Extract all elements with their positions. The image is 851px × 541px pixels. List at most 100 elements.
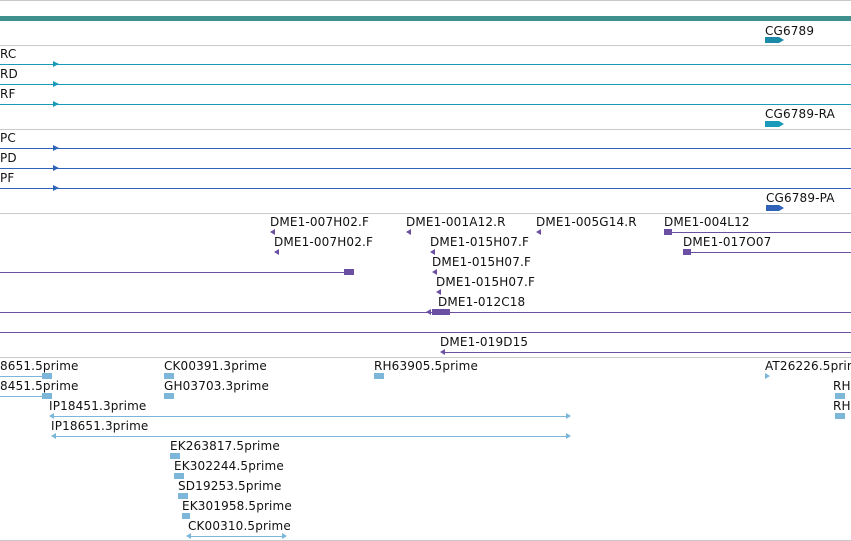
gene-label[interactable]: CG6789 (765, 24, 815, 38)
cdna-label[interactable]: DME1-019D15 (440, 335, 529, 349)
protein-pd-arrow-icon (53, 165, 59, 171)
gene-feature[interactable] (765, 37, 779, 43)
cdna-line[interactable] (672, 232, 851, 233)
est-label[interactable]: AT26226.5prime (765, 359, 851, 373)
transcript-rd-line[interactable] (0, 84, 851, 85)
est-label[interactable]: IP18451.3prime (49, 399, 147, 413)
est-arrow-icon (566, 413, 571, 419)
gene-strand-arrow-icon (779, 37, 784, 43)
cdna-arrow-icon (432, 269, 437, 275)
cdna-arrow-icon (274, 249, 279, 255)
protein-pc-arrow-icon (53, 145, 59, 151)
est-label[interactable]: 8451.5prime (0, 379, 79, 393)
est-label[interactable]: RH63905.5prime (374, 359, 479, 373)
est-feature[interactable] (42, 393, 52, 399)
transcript-ra-label[interactable]: CG6789-RA (765, 107, 835, 121)
protein-pf-label[interactable]: PF (0, 171, 15, 185)
est-label[interactable]: EK263817.5prime (170, 439, 280, 453)
cdna-label[interactable]: DME1-015H07.F (436, 275, 536, 289)
est-label[interactable]: RH (833, 379, 851, 393)
transcript-rc-line[interactable] (0, 64, 851, 65)
protein-pa-feature[interactable] (766, 205, 779, 211)
est-line[interactable] (54, 436, 566, 437)
cdna-arrow-icon (426, 309, 431, 315)
cdna-arrow-icon (536, 229, 541, 235)
est-line[interactable] (0, 376, 42, 377)
est-arrow-icon (51, 433, 56, 439)
est-label[interactable]: IP18651.3prime (51, 419, 149, 433)
est-arrow-icon (186, 533, 191, 539)
transcript-rf-line[interactable] (0, 104, 851, 105)
transcript-ra-arrow-icon (779, 121, 784, 127)
est-arrow-icon (566, 433, 571, 439)
track-divider (0, 213, 851, 214)
cdna-label[interactable]: DME1-001A12.R (406, 215, 506, 229)
est-feature[interactable] (42, 373, 52, 379)
cdna-arrow-icon (430, 249, 435, 255)
cdna-line[interactable] (0, 332, 851, 333)
cdna-label[interactable]: DME1-015H07.F (432, 255, 532, 269)
est-label[interactable]: GH03703.3prime (164, 379, 270, 393)
est-feature[interactable] (835, 413, 845, 419)
est-feature[interactable] (164, 373, 174, 379)
cdna-label[interactable]: DME1-015H07.F (430, 235, 530, 249)
cdna-label[interactable]: DME1-007H02.F (274, 235, 374, 249)
cdna-feature[interactable] (344, 269, 354, 275)
cdna-label[interactable]: DME1-007H02.F (270, 215, 370, 229)
cdna-line[interactable] (445, 352, 851, 353)
transcript-ra-feature[interactable] (765, 121, 779, 127)
cdna-feature[interactable] (683, 249, 691, 255)
est-feature[interactable] (170, 453, 180, 459)
gene-overview-bar (0, 16, 851, 21)
cdna-arrow-icon (440, 349, 445, 355)
est-label[interactable]: EK302244.5prime (174, 459, 284, 473)
cdna-feature[interactable] (432, 309, 450, 315)
track-divider (0, 45, 851, 46)
est-feature[interactable] (374, 373, 384, 379)
cdna-label[interactable]: DME1-004L12 (664, 215, 750, 229)
protein-pd-label[interactable]: PD (0, 151, 17, 165)
est-feature[interactable] (164, 393, 174, 399)
est-line[interactable] (190, 536, 284, 537)
transcript-rf-arrow-icon (53, 101, 59, 107)
cdna-label[interactable]: DME1-017O07 (683, 235, 772, 249)
protein-pa-arrow-icon (779, 205, 784, 211)
est-feature[interactable] (182, 513, 190, 519)
est-label[interactable]: CK00391.3prime (164, 359, 267, 373)
est-feature[interactable] (174, 473, 184, 479)
cdna-label[interactable]: DME1-012C18 (438, 295, 526, 309)
est-arrow-icon (282, 533, 287, 539)
est-label[interactable]: CK00310.5prime (188, 519, 291, 533)
cdna-line[interactable] (0, 272, 344, 273)
transcript-rd-arrow-icon (53, 81, 59, 87)
track-divider (0, 129, 851, 130)
est-label[interactable]: SD19253.5prime (178, 479, 282, 493)
est-line[interactable] (0, 396, 42, 397)
cdna-arrow-icon (270, 229, 275, 235)
est-feature[interactable] (835, 393, 845, 399)
protein-pf-arrow-icon (53, 185, 59, 191)
est-label[interactable]: 8651.5prime (0, 359, 79, 373)
cdna-arrow-icon (436, 289, 441, 295)
transcript-rf-label[interactable]: RF (0, 87, 16, 101)
est-label[interactable]: EK301958.5prime (182, 499, 292, 513)
track-divider (0, 357, 851, 358)
protein-pc-label[interactable]: PC (0, 131, 16, 145)
transcript-rc-label[interactable]: RC (0, 47, 17, 61)
est-feature[interactable] (178, 493, 188, 499)
cdna-line[interactable] (0, 312, 851, 313)
est-line[interactable] (52, 416, 566, 417)
est-label[interactable]: RH (833, 399, 851, 413)
cdna-label[interactable]: DME1-005G14.R (536, 215, 637, 229)
transcript-rd-label[interactable]: RD (0, 67, 18, 81)
cdna-arrow-icon (406, 229, 411, 235)
protein-pc-line[interactable] (0, 148, 851, 149)
overview-banner (0, 0, 851, 1)
cdna-line[interactable] (691, 252, 851, 253)
protein-pf-line[interactable] (0, 188, 851, 189)
cdna-feature[interactable] (664, 229, 672, 235)
protein-pa-label[interactable]: CG6789-PA (766, 191, 835, 205)
protein-pd-line[interactable] (0, 168, 851, 169)
est-arrow-icon (765, 373, 770, 379)
